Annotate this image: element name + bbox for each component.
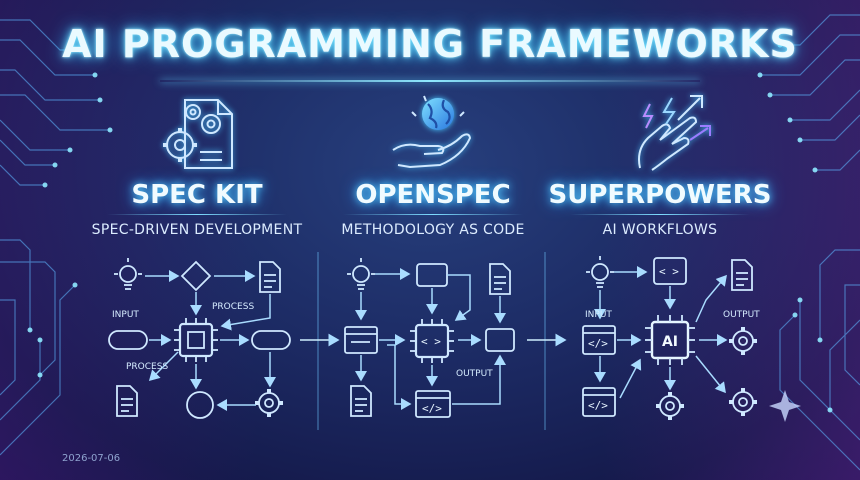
code-box [653, 257, 687, 285]
output-box [485, 328, 515, 352]
gears-document-icon [163, 99, 233, 169]
framework-subtitle-superpowers: AI WORKFLOWS [602, 222, 718, 238]
framework-divider-openspec [343, 214, 523, 215]
framework-subtitle-openspec: METHODOLOGY AS CODE [341, 222, 525, 238]
code-window-label-3: </> [588, 399, 608, 412]
code-chip-icon [410, 319, 454, 363]
input-label-2: INPUT [585, 310, 612, 320]
superpowers-diagram [582, 256, 757, 420]
column-separators [317, 252, 546, 430]
framework-divider-superpowers [570, 214, 750, 215]
framework-title-openspec: OPENSPEC [355, 180, 511, 210]
framework-title-superpowers: SUPERPOWERS [548, 180, 772, 210]
code-window-label-2: </> [588, 337, 608, 350]
document-icon [259, 261, 281, 293]
idea-bulb-icon-3 [586, 256, 614, 288]
output-label-2: OUTPUT [723, 310, 760, 320]
browser-window-icon [344, 326, 378, 354]
spec-kit-labels: INPUT PROCESS PROCESS [112, 302, 254, 372]
gear-icon-3 [656, 392, 684, 420]
output-pill [251, 330, 291, 350]
input-label: INPUT [112, 310, 139, 320]
page-title: AI PROGRAMMING FRAMEWORKS [62, 22, 798, 66]
ai-chip-icon [645, 315, 695, 365]
document-icon-4 [350, 385, 372, 417]
hand-globe-icon [392, 95, 472, 169]
hand-lightning-icon [638, 95, 711, 171]
superpowers-labels: INPUT OUTPUT [585, 310, 760, 320]
openspec-code-labels: < > </> [421, 335, 442, 415]
input-pill [108, 330, 148, 350]
code-chip-label: < > [421, 335, 441, 348]
ai-chip-label: AI [662, 334, 678, 350]
document-icon-2 [116, 385, 138, 417]
openspec-diagram [344, 258, 515, 418]
idea-bulb-icon-2 [347, 258, 375, 290]
code-window-icon-3 [582, 387, 616, 417]
document-icon-3 [489, 263, 511, 295]
code-window-icon [415, 390, 451, 418]
framework-subtitle-spec-kit: SPEC-DRIVEN DEVELOPMENT [91, 222, 303, 238]
output-label: OUTPUT [456, 369, 493, 379]
superpowers-code-labels: < > </> </> [588, 265, 679, 412]
openspec-labels: OUTPUT [456, 369, 493, 379]
terminal-circle [186, 391, 214, 419]
spec-kit-diagram [108, 258, 291, 419]
code-box-label: < > [659, 265, 679, 278]
processor-chip-icon [174, 318, 218, 362]
title-underline [160, 80, 700, 82]
framework-divider-spec-kit [107, 214, 287, 215]
idea-bulb-icon [114, 258, 142, 290]
gear-icon-2 [729, 327, 757, 355]
process-label-2: PROCESS [126, 362, 168, 372]
process-label: PROCESS [212, 302, 254, 312]
gear-icon-4 [729, 388, 757, 416]
decision-diamond [180, 260, 212, 292]
process-box [416, 263, 448, 287]
gear-icon [255, 389, 283, 417]
code-window-icon-2 [582, 325, 616, 355]
date-stamp: 2026-07-06 [62, 453, 121, 464]
code-window-label: </> [422, 402, 442, 415]
framework-title-spec-kit: SPEC KIT [131, 180, 263, 210]
document-icon-5 [731, 259, 753, 291]
